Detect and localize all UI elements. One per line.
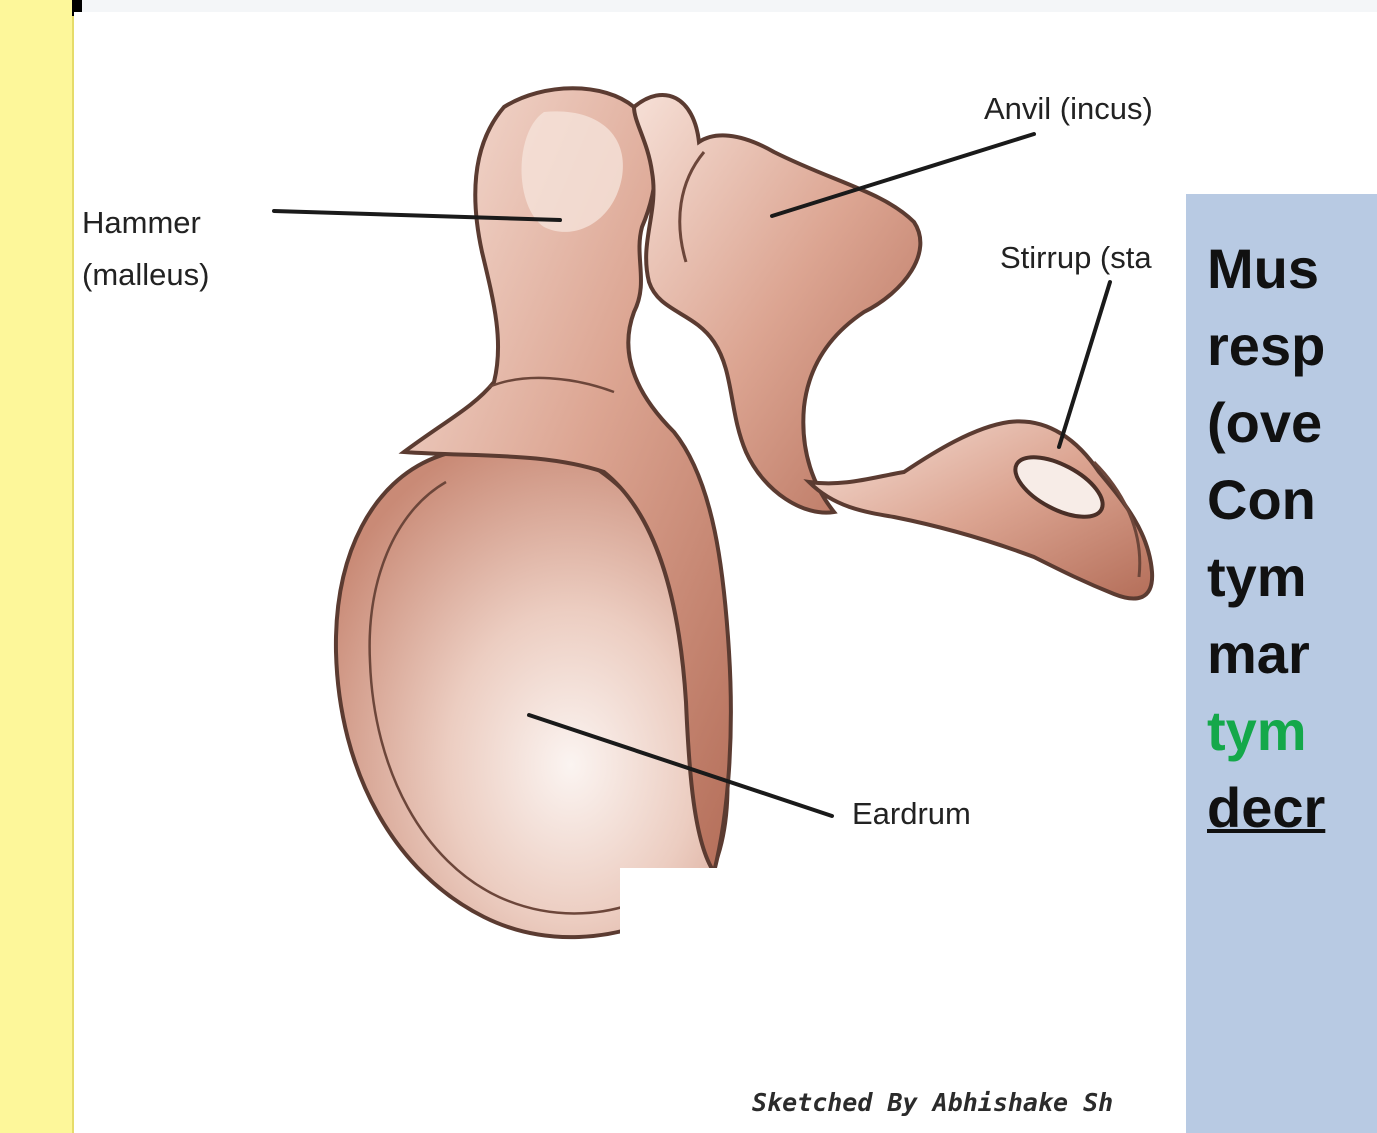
note-line: tym — [1207, 538, 1377, 615]
white-cover-patch — [620, 868, 740, 940]
note-text: Mus resp (ove Con tym mar tym decr — [1207, 230, 1377, 846]
note-line-underlined: decr — [1207, 769, 1377, 846]
note-line: resp — [1207, 307, 1377, 384]
note-line: Mus — [1207, 230, 1377, 307]
stirrup-label: Stirrup (sta — [1000, 240, 1152, 276]
stirrup-leader-line — [1059, 282, 1110, 447]
malleus-label: (malleus) — [82, 257, 209, 293]
note-line: mar — [1207, 615, 1377, 692]
note-panel: Mus resp (ove Con tym mar tym decr — [1186, 194, 1377, 1133]
note-line-highlight: tym — [1207, 692, 1377, 769]
stirrup-bone — [809, 421, 1152, 598]
note-line: Con — [1207, 461, 1377, 538]
ossicles-sketch — [74, 12, 1377, 1133]
anvil-label: Anvil (incus) — [984, 91, 1153, 127]
hammer-label: Hammer — [82, 205, 201, 241]
slide-left-band — [0, 0, 74, 1133]
sketch-credit: Sketched By Abhishake Sh — [752, 1088, 1113, 1117]
eardrum-label: Eardrum — [852, 796, 971, 832]
note-line: (ove — [1207, 384, 1377, 461]
ossicles-diagram: Hammer (malleus) Anvil (incus) Stirrup (… — [74, 12, 1377, 1133]
